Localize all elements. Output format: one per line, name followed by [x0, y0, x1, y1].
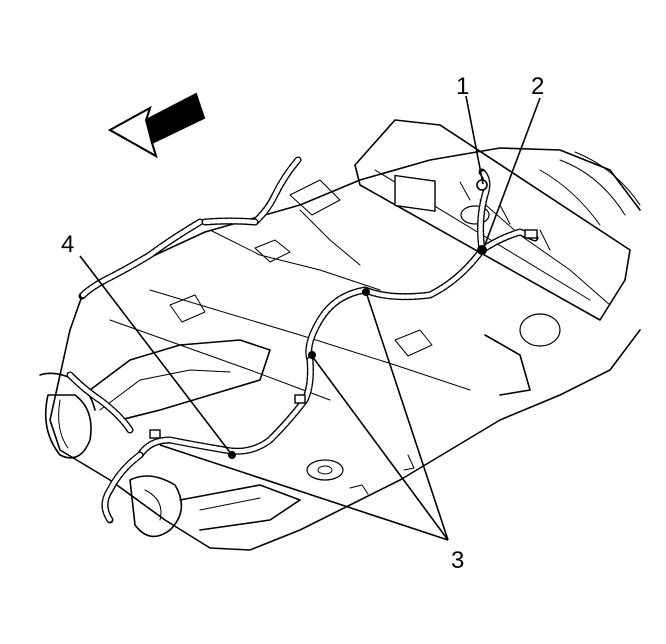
rear-suspension-area — [39, 339, 301, 538]
direction-arrow-icon — [107, 92, 206, 159]
floor-pan — [49, 147, 641, 551]
callout-2-label: 2 — [531, 73, 544, 100]
mount-brackets — [169, 179, 433, 495]
callout-1-label: 1 — [456, 73, 469, 100]
callout-4-label: 4 — [61, 231, 74, 258]
harness-retainers — [149, 179, 538, 459]
callout-3-label: 3 — [451, 547, 464, 574]
leader-lines — [79, 95, 541, 541]
